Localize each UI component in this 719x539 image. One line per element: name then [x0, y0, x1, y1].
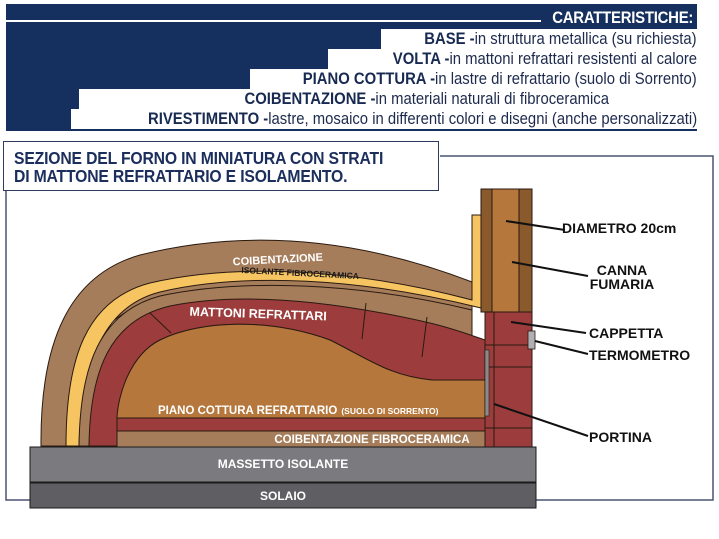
label-coibentazione-base: COIBENTAZIONE FIBROCERAMICA [274, 434, 469, 446]
layer-piano-cottura-slab [116, 417, 495, 432]
label-massetto: MASSETTO ISOLANTE [218, 457, 348, 471]
leader-cappetta [510, 321, 587, 334]
feature-text: in struttura metallica (su richiesta) [474, 30, 697, 48]
feature-row-piano-cottura: PIANO COTTURA - in lastre di refrattario… [250, 69, 697, 89]
feature-text: in materiali naturali di fibroceramica [375, 90, 609, 108]
front-wall [484, 311, 533, 448]
leader-canna [511, 261, 589, 277]
diagram-frame [5, 155, 714, 501]
brick-joint [149, 312, 172, 334]
section-title-line1: SEZIONE DEL FORNO IN MINIATURA CON STRAT… [14, 148, 384, 168]
label-mattoni: MATTONI REFRATTARI [189, 305, 327, 324]
feature-key: RIVESTIMENTO - [147, 110, 269, 128]
callout-canna-1: CANNA [597, 262, 648, 278]
label-piano-cottura: PIANO COTTURA REFRATTARIO (SUOLO DI SORRE… [158, 405, 439, 417]
feature-text: in lastre di refrattario (suolo di Sorre… [435, 70, 697, 88]
chimney-inner [491, 188, 520, 313]
callout-diametro: DIAMETRO 20cm [562, 220, 676, 236]
section-title: SEZIONE DEL FORNO IN MINIATURA CON STRAT… [14, 149, 383, 185]
feature-key: BASE - [424, 30, 475, 48]
feature-key: VOLTA - [392, 50, 450, 68]
feature-row-base: BASE - in struttura metallica (su richie… [381, 29, 697, 49]
feature-row-volta: VOLTA - in mattoni refrattari resistenti… [328, 49, 697, 69]
portina-door [484, 349, 490, 417]
callout-portina: PORTINA [589, 429, 652, 445]
feature-text: in mattoni refrattari resistenti al calo… [449, 50, 697, 68]
leader-diametro [505, 220, 566, 231]
piano-cottura-main: PIANO COTTURA REFRATTARIO [158, 405, 337, 417]
brick-joint [421, 316, 428, 358]
label-coibentazione-dome: COIBENTAZIONE [232, 252, 323, 269]
leader-portina [493, 403, 589, 437]
section-title-box: SEZIONE DEL FORNO IN MINIATURA CON STRAT… [3, 141, 439, 191]
brick-joint [361, 302, 367, 340]
feature-row-coibentazione: COIBENTAZIONE - in materiali naturali di… [79, 89, 719, 109]
header-rule [6, 20, 541, 22]
feature-row-rivestimento: RIVESTIMENTO - lastre, mosaico in differ… [71, 109, 697, 129]
callout-canna-2: FUMARIA [590, 276, 655, 292]
thermometer-icon [527, 330, 536, 350]
callout-termometro: TERMOMETRO [589, 347, 690, 363]
feature-text: lastre, mosaico in differenti colori e d… [268, 110, 697, 128]
header-title: CARATTERISTICHE: [552, 8, 693, 27]
piano-cottura-note: (SUOLO DI SORRENTO) [341, 406, 438, 416]
feature-key: COIBENTAZIONE - [244, 90, 376, 108]
layer-massetto [29, 446, 537, 483]
feature-key: PIANO COTTURA - [303, 70, 436, 88]
label-solaio: SOLAIO [260, 489, 306, 503]
leader-termometro [534, 340, 589, 355]
section-title-line2: DI MATTONE REFRATTARIO E ISOLAMENTO. [14, 166, 348, 186]
oven-interior [116, 323, 486, 446]
layer-solaio [29, 482, 537, 509]
callout-cappetta: CAPPETTA [589, 325, 663, 341]
